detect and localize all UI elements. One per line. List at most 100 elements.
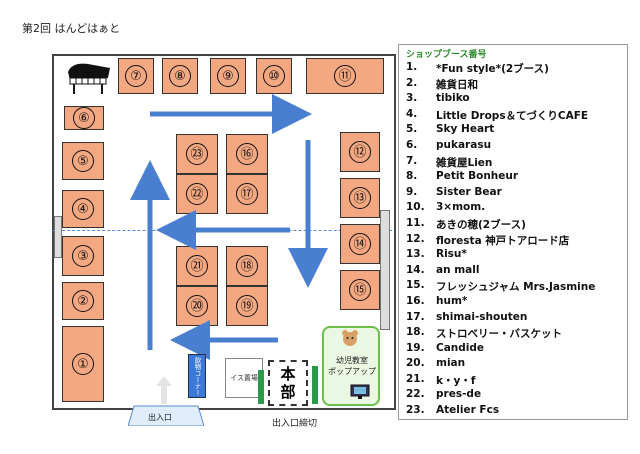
shop-list-item: 13. Risu* (406, 248, 595, 264)
booth-12: ⑫ (340, 132, 380, 172)
shop-name: Candide (436, 341, 485, 354)
booth-17: ⑰ (226, 174, 268, 214)
shop-name: pres-de (436, 388, 482, 401)
shop-name: an mall (436, 263, 480, 276)
booth-22: ㉒ (176, 174, 218, 214)
booth-18: ⑱ (226, 246, 268, 286)
bear-icon (342, 330, 358, 346)
shop-list-item: 5. Sky Heart (406, 123, 595, 139)
shop-name: Sky Heart (436, 123, 495, 136)
shop-number: 21. (406, 372, 425, 385)
shop-number: 19. (406, 341, 425, 354)
booth-8: ⑧ (162, 58, 198, 94)
shop-number: 1. (406, 61, 418, 73)
shop-list-item: 1. *Fun style*(2ブース) (406, 61, 595, 77)
booth-4: ④ (62, 190, 104, 228)
shop-number: 23. (406, 404, 425, 417)
legend-title: ショップブース番号 (406, 50, 487, 60)
booth-21: ㉑ (176, 246, 218, 286)
shop-name: 3×mom. (436, 201, 486, 214)
shop-number: 16. (406, 294, 425, 307)
shop-number: 3. (406, 92, 418, 105)
shop-name: tibiko (436, 92, 470, 105)
right-wall-panel (380, 210, 390, 330)
booth-7: ⑦ (118, 58, 154, 94)
shop-number: 10. (406, 201, 425, 214)
shop-number: 13. (406, 248, 425, 261)
shop-name: *Fun style*(2ブース) (436, 63, 549, 75)
booth-2: ② (62, 282, 104, 320)
booth-1: ① (62, 326, 104, 402)
shop-name: Sister Bear (436, 185, 502, 198)
booth-10: ⑩ (256, 58, 292, 94)
booth-20: ⑳ (176, 286, 218, 326)
shop-list-item: 4.Little Drops＆てづくりCAFE (406, 108, 595, 124)
shop-list-item: 23. Atelier Fcs (406, 404, 595, 420)
shop-list-item: 2. 雑貨日和 (406, 77, 595, 93)
booth-23: ㉓ (176, 134, 218, 174)
shop-number: 9. (406, 185, 418, 198)
shop-list-item: 7. 雑貨屋Lien (406, 155, 595, 171)
shop-number: 20. (406, 357, 425, 370)
booth-6: ⑥ (64, 106, 104, 130)
shop-list-item: 22. pres-de (406, 388, 595, 404)
shop-number: 15. (406, 279, 425, 292)
shop-name: hum* (436, 294, 468, 307)
shop-name: Petit Bonheur (436, 170, 519, 183)
shop-list-item: 10. 3×mom. (406, 201, 595, 217)
entrance-arrow-icon (156, 376, 172, 404)
shop-name: Risu* (436, 248, 467, 261)
booth-15: ⑮ (340, 270, 380, 310)
shop-list-item: 12. floresta 神戸トアロード店 (406, 233, 595, 249)
booth-9: ⑨ (210, 58, 246, 94)
shop-number: 5. (406, 123, 418, 136)
shop-list-item: 21. k・y・f (406, 373, 595, 389)
shop-name: shimai-shouten (436, 310, 528, 323)
shop-name: Atelier Fcs (436, 404, 500, 417)
booth-11: ⑪ (306, 58, 384, 94)
shop-name: 雑貨日和 (436, 78, 478, 91)
headquarters: 本部 (268, 360, 308, 406)
booth-16: ⑯ (226, 134, 268, 174)
shop-number: 17. (406, 310, 425, 323)
shop-number: 2. (406, 76, 418, 89)
shop-list-item: 14. an mall (406, 264, 595, 280)
shop-list-item: 18.ストロベリー・バスケット (406, 326, 595, 342)
green-bar (258, 370, 264, 404)
legend-box (398, 44, 628, 420)
piano-icon (68, 63, 110, 94)
shop-name: Little Drops＆てづくりCAFE (436, 109, 589, 122)
shop-list-item: 16. hum* (406, 295, 595, 311)
shop-number: 22. (406, 388, 425, 401)
kids-class-label: 幼児教室ポップアップ (328, 356, 376, 376)
shop-list-item: 9. Sister Bear (406, 186, 595, 202)
shop-list-item: 17. shimai-shouten (406, 311, 595, 327)
green-bar (312, 366, 318, 404)
booth-5: ⑤ (62, 142, 104, 180)
shop-name: あきの穂(2ブース) (436, 218, 526, 231)
shop-list-item: 15.フレッシュジャム Mrs.Jasmine (406, 279, 595, 295)
shop-name: floresta 神戸トアロード店 (436, 234, 570, 247)
left-wall-panel (54, 216, 62, 258)
shop-number: 7. (406, 154, 418, 167)
shop-number: 11. (406, 216, 425, 229)
entrance-label: 出入口 (148, 413, 172, 422)
booth-13: ⑬ (340, 178, 380, 218)
monitor-icon (350, 384, 370, 399)
shop-name: pukarasu (436, 138, 492, 151)
shop-name: k・y・f (436, 374, 476, 387)
shop-number: 14. (406, 263, 425, 276)
booth-3: ③ (62, 236, 104, 276)
shop-name: 雑貨屋Lien (436, 156, 493, 169)
shop-list-item: 6. pukarasu (406, 139, 595, 155)
shop-list-item: 8. Petit Bonheur (406, 170, 595, 186)
entrance-mat (128, 405, 204, 426)
shop-name: ストロベリー・バスケット (436, 328, 562, 341)
page-title: 第2回 はんどはぁと (22, 22, 121, 35)
shop-number: 6. (406, 138, 418, 151)
shop-number: 8. (406, 170, 418, 183)
exit-closed-label: 出入口締切 (272, 419, 318, 429)
shop-list-item: 3. tibiko (406, 92, 595, 108)
shop-number: 12. (406, 232, 425, 245)
